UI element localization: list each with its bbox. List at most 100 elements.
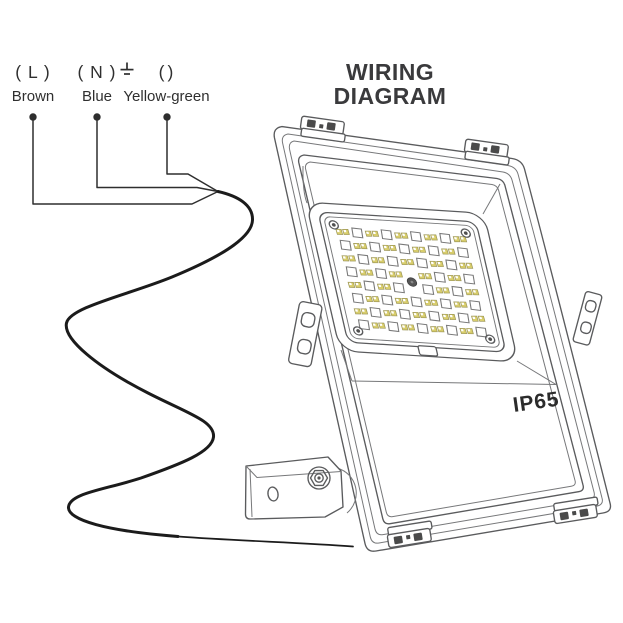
reflector-wall-bottom-left-edge	[340, 349, 353, 382]
led-solder-pad	[357, 253, 370, 265]
led-solder-pad	[409, 231, 423, 243]
led-grid	[335, 227, 488, 338]
led-chip-pair	[459, 328, 474, 335]
led-solder-pad	[410, 296, 423, 308]
bracket-ear-left	[287, 301, 323, 368]
bracket-arm	[244, 456, 344, 520]
led-solder-pad	[368, 241, 382, 253]
led-solder-pad	[369, 306, 382, 318]
terminal-live-label: ( L ) Brown	[6, 61, 60, 107]
led-chip-pair	[411, 246, 427, 253]
led-solder-pad	[416, 322, 429, 334]
page-title: WIRING DIAGRAM	[323, 60, 457, 108]
mounting-clip-top-right	[463, 138, 510, 166]
led-chip-pair	[376, 283, 392, 290]
led-solder-pad	[439, 298, 452, 310]
led-solder-pad	[387, 321, 400, 333]
led-chip-pair	[464, 289, 480, 296]
led-chip-pair	[471, 315, 486, 322]
led-chip-pair	[347, 281, 363, 288]
led-panel-inner-line	[324, 216, 500, 348]
wire-earth-terminal-dot	[163, 113, 171, 121]
mounting-clip-bottom-right	[552, 496, 599, 525]
led-solder-pad	[398, 308, 412, 320]
led-solder-pad	[445, 259, 458, 271]
led-chip-pair	[458, 262, 474, 269]
led-chip-pair	[335, 228, 350, 235]
led-solder-pad	[469, 300, 482, 312]
led-chip-pair	[441, 313, 457, 320]
led-chip-pair	[441, 248, 456, 255]
led-solder-pad	[398, 243, 411, 255]
terminal-live-symbol: ( L )	[15, 62, 51, 82]
wire-live-terminal-dot	[29, 113, 37, 121]
led-chip-pair	[400, 324, 416, 331]
led-solder-pad	[351, 227, 364, 239]
terminal-neutral-color: Blue	[81, 88, 113, 105]
led-chip-pair	[371, 322, 386, 329]
bracket-pivot-arc	[336, 467, 357, 514]
frame-offset-line-1	[281, 133, 603, 544]
led-solder-pad	[428, 310, 441, 322]
earth-ground-icon	[120, 62, 134, 75]
mounting-clip-top-left	[299, 115, 346, 143]
screw-icon	[328, 220, 339, 230]
led-solder-pad	[445, 324, 459, 336]
terminal-neutral-label: ( N ) Blue	[70, 61, 124, 107]
led-solder-pad	[380, 229, 393, 241]
led-chip-pair	[341, 255, 356, 262]
earth-paren-close: )	[167, 62, 175, 82]
led-solder-pad	[456, 247, 470, 259]
panel-corner-screws	[328, 220, 496, 344]
led-solder-pad	[463, 273, 476, 285]
screw-icon	[484, 334, 496, 344]
mounting-bracket	[244, 456, 357, 520]
led-chip-pair	[388, 271, 403, 278]
led-chip-pair	[423, 299, 439, 306]
led-chip-pair	[447, 275, 462, 282]
led-chip-pair	[412, 312, 427, 319]
led-chip-pair	[430, 326, 445, 333]
led-solder-pad	[415, 257, 429, 269]
led-chip-pair	[382, 244, 397, 251]
led-solder-pad	[375, 268, 388, 280]
screw-icon	[460, 228, 471, 238]
led-solder-pad	[386, 255, 399, 267]
led-chip-pair	[353, 308, 369, 315]
led-solder-pad	[363, 280, 376, 292]
led-solder-pad	[439, 232, 452, 244]
led-solder-pad	[451, 285, 464, 297]
terminal-neutral-symbol: ( N )	[77, 62, 117, 82]
led-chip-pair	[394, 297, 410, 304]
earth-paren-open: (	[158, 62, 166, 82]
page-title-line1: WIRING	[346, 59, 434, 85]
reflector-wall-bottom-edge	[351, 380, 557, 385]
wire-neutral-line	[96, 117, 219, 193]
led-solder-pad	[381, 294, 394, 306]
reflector-wall-left-edge	[302, 165, 308, 204]
mounting-clip-bottom-middle	[386, 520, 433, 549]
terminal-live-color: Brown	[11, 88, 55, 105]
led-chip-pair	[364, 230, 380, 237]
reflector-wall-bottom-right-edge	[516, 360, 557, 385]
led-panel	[308, 202, 516, 362]
led-chip-pair	[383, 310, 398, 317]
wire-neutral-terminal-dot	[93, 113, 101, 121]
led-chip-pair	[452, 236, 468, 243]
led-chip-pair	[394, 232, 409, 239]
led-solder-pad	[457, 312, 470, 324]
led-chip-pair	[453, 301, 468, 308]
led-solder-pad	[345, 266, 358, 278]
led-chip-pair	[423, 234, 438, 241]
power-cable	[64, 190, 255, 538]
led-solder-pad	[339, 239, 352, 251]
reflector-wall-right-edge	[482, 183, 501, 215]
page-title-line2: DIAGRAM	[333, 83, 447, 109]
led-chip-pair	[400, 259, 415, 266]
led-chip-pair	[435, 287, 451, 294]
led-chip-pair	[417, 273, 433, 280]
led-chip-pair	[359, 269, 374, 276]
power-cable-tail	[177, 535, 354, 548]
